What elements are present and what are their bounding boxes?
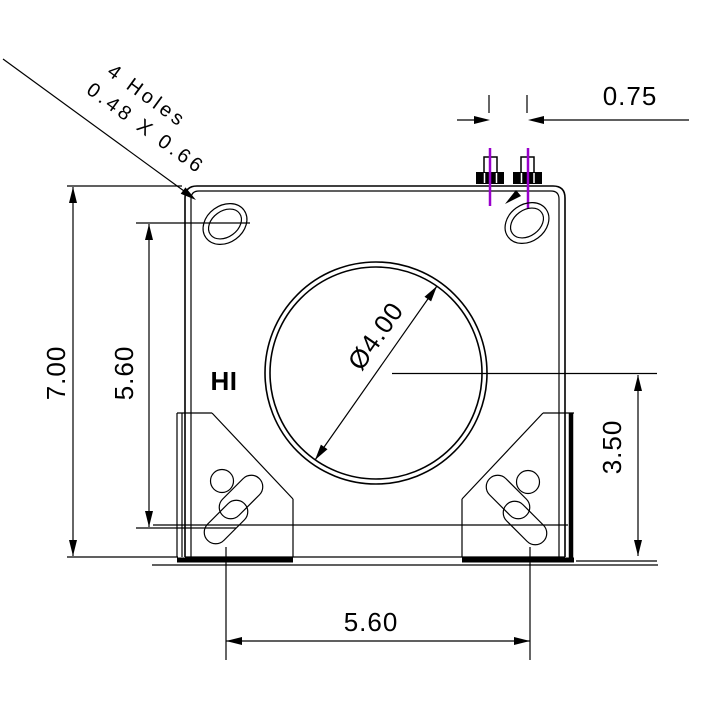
foot-left-slot-upper <box>218 474 264 520</box>
mounting-hole-top-right-inner <box>509 207 545 239</box>
dim-350-arrow-bottom <box>634 540 642 556</box>
dim-350-text: 3.50 <box>597 420 627 475</box>
holes-leader-line <box>2 58 185 192</box>
foot-right-hole <box>515 469 541 495</box>
dim-700-arrow-bottom <box>69 540 77 556</box>
foot-right-slot-upper <box>485 474 531 520</box>
dim-350-arrow-top <box>634 375 642 391</box>
dim-075-text: 0.75 <box>603 81 658 111</box>
body-inner-outline <box>190 190 560 557</box>
mounting-hole-top-left-outer <box>202 203 248 245</box>
mounting-hole-top-right-outer <box>504 202 550 244</box>
dim-bore-line <box>314 285 438 461</box>
foot-left-hole <box>209 468 235 494</box>
dim-560h-text: 5.60 <box>344 607 399 637</box>
polarity-mark: HI <box>211 366 238 396</box>
dim-700-text: 7.00 <box>41 346 71 401</box>
dim-bore-text: Ø4.00 <box>342 296 410 375</box>
mounting-hole-top-left-inner <box>207 208 243 240</box>
dim-700-arrow-top <box>69 187 77 203</box>
foot-right-slot-lower <box>502 500 548 546</box>
dim-560v-arrow-bottom <box>145 511 153 527</box>
dim-075-arrow-left <box>474 116 490 124</box>
dim-bore-arrow-lower <box>315 444 328 460</box>
dim-560h-arrow-left <box>226 637 242 645</box>
mounting-hole-top-left <box>202 203 248 245</box>
dim-560v-text: 5.60 <box>109 346 139 401</box>
terminal-base-arrowhead <box>505 190 521 204</box>
foot-left-chamfer <box>211 412 294 500</box>
holes-note: 4 Holes0.48 X 0.66 <box>82 57 225 179</box>
holes-leader-arrowhead <box>180 187 196 200</box>
dim-560h-arrow-right <box>514 637 530 645</box>
foot-left-slot-lower <box>203 499 249 545</box>
mounting-hole-top-right <box>504 202 550 244</box>
foot-right-chamfer <box>461 412 544 500</box>
dim-bore-arrow-upper <box>424 286 437 302</box>
dim-560v-arrow-top <box>145 224 153 240</box>
body-outer-outline <box>184 185 566 557</box>
dim-075-arrow-right <box>528 116 544 124</box>
